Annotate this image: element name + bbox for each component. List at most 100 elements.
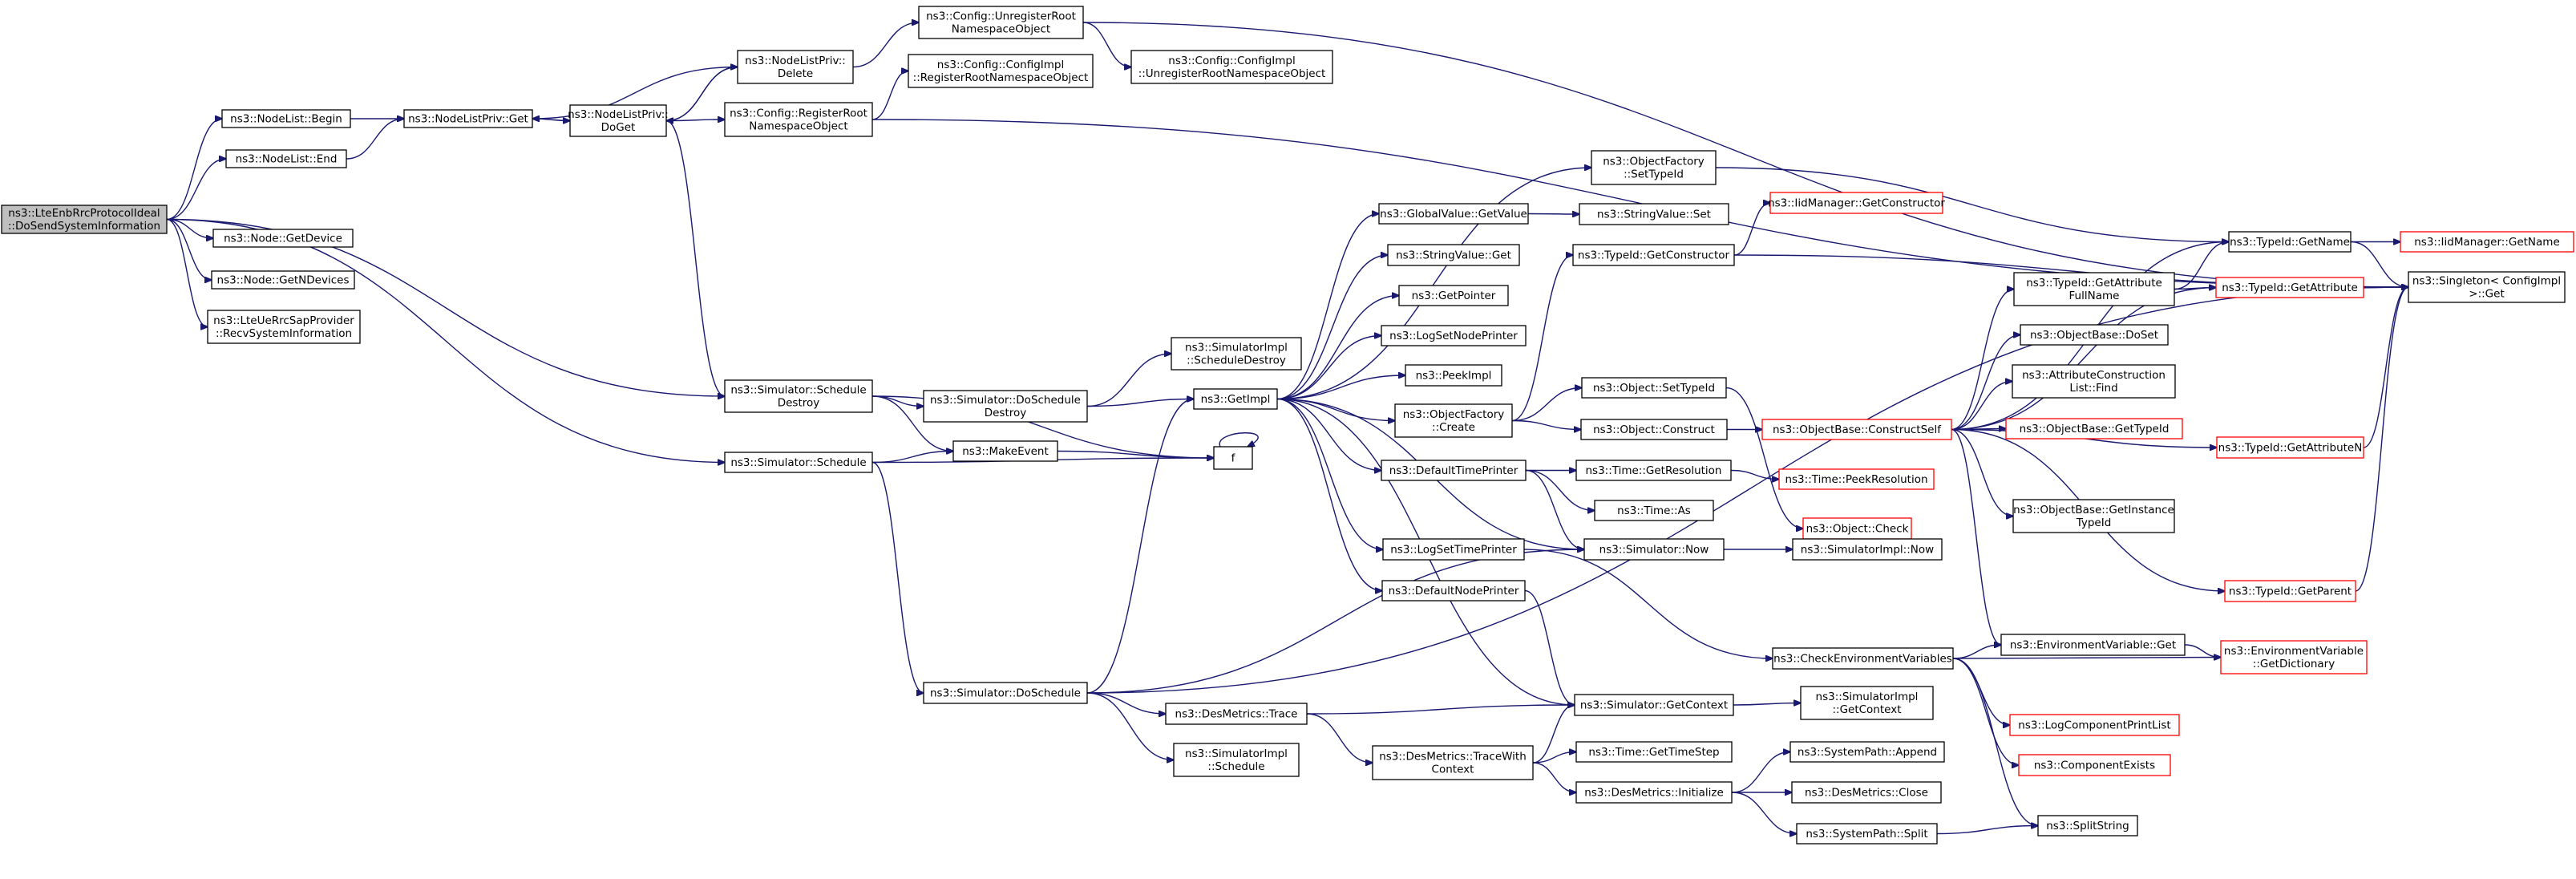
call-edge xyxy=(2363,287,2408,448)
node-nlp-delete[interactable]: ns3::NodeListPriv::Delete xyxy=(737,50,854,84)
node-label: ns3::ObjectBase::GetInstance xyxy=(2013,504,2174,516)
node-cfgimpl-reg[interactable]: ns3::Config::ConfigImpl::RegisterRootNam… xyxy=(908,54,1094,88)
node-tid-getname[interactable]: ns3::TypeId::GetName xyxy=(2228,231,2352,253)
node-gv-getvalue[interactable]: ns3::GlobalValue::GetValue xyxy=(1378,203,1529,225)
node-of-settypeid[interactable]: ns3::ObjectFactory::SetTypeId xyxy=(1591,150,1717,185)
node-nl-end[interactable]: ns3::NodeList::End xyxy=(225,149,347,168)
node-ob-doset[interactable]: ns3::ObjectBase::DoSet xyxy=(2020,324,2169,346)
node-label: ::ScheduleDestroy xyxy=(1187,354,1286,367)
node-node-getdevice[interactable]: ns3::Node::GetDevice xyxy=(212,229,354,248)
node-defaulttimeprinter[interactable]: ns3::DefaultTimePrinter xyxy=(1381,460,1527,481)
node-splitstring[interactable]: ns3::SplitString xyxy=(2037,815,2138,836)
node-iidm-getname[interactable]: ns3::IidManager::GetName xyxy=(2400,231,2574,253)
node-recv-sysinfo[interactable]: ns3::LteUeRrcSapProvider::RecvSystemInfo… xyxy=(207,310,361,344)
node-logsetnodeprinter[interactable]: ns3::LogSetNodePrinter xyxy=(1381,325,1527,346)
node-desmetrics-init[interactable]: ns3::DesMetrics::Initialize xyxy=(1575,781,1733,804)
node-sv-set[interactable]: ns3::StringValue::Set xyxy=(1579,203,1729,225)
call-edge xyxy=(1951,335,2020,431)
node-envvar-get[interactable]: ns3::EnvironmentVariable::Get xyxy=(2000,634,2186,656)
node-ob-constructself[interactable]: ns3::ObjectBase::ConstructSelf xyxy=(1761,419,1952,440)
node-label: ns3::DesMetrics::Initialize xyxy=(1584,787,1724,800)
call-edge xyxy=(2174,288,2216,290)
node-obj-construct[interactable]: ns3::Object::Construct xyxy=(1580,419,1728,440)
node-simimpl-schedule[interactable]: ns3::SimulatorImpl::Schedule xyxy=(1173,743,1300,777)
node-nlp-doget[interactable]: ns3::NodeListPriv::DoGet xyxy=(568,104,669,137)
node-cfg-reg[interactable]: ns3::Config::RegisterRootNamespaceObject xyxy=(724,102,873,137)
node-label: DoGet xyxy=(601,121,636,134)
node-time-peekres[interactable]: ns3::Time::PeekResolution xyxy=(1778,468,1935,490)
node-simimpl-getcontext[interactable]: ns3::SimulatorImpl::GetContext xyxy=(1800,686,1934,720)
node-obj-check[interactable]: ns3::Object::Check xyxy=(1802,517,1912,540)
call-edge xyxy=(1511,255,1573,422)
node-sim-getcontext[interactable]: ns3::Simulator::GetContext xyxy=(1574,694,1734,716)
node-label: >::Get xyxy=(2469,288,2504,301)
node-desmetrics-close[interactable]: ns3::DesMetrics::Close xyxy=(1791,781,1942,804)
node-node-getndevices[interactable]: ns3::Node::GetNDevices xyxy=(211,270,355,290)
node-make-event[interactable]: ns3::MakeEvent xyxy=(952,440,1058,462)
node-box xyxy=(1769,192,1943,214)
node-sim-now[interactable]: ns3::Simulator::Now xyxy=(1583,538,1725,561)
node-iidm-getconstructor[interactable]: ns3::IidManager::GetConstructor xyxy=(1768,192,1945,214)
node-getpointer[interactable]: ns3::GetPointer xyxy=(1398,285,1509,306)
node-tid-getattributen[interactable]: ns3::TypeId::GetAttributeN xyxy=(2216,436,2364,459)
node-root[interactable]: ns3::LteEnbRrcProtocolIdeal::DoSendSyste… xyxy=(1,205,168,234)
node-cfg-unreg[interactable]: ns3::Config::UnregisterRootNamespaceObje… xyxy=(918,6,1084,39)
node-box xyxy=(1579,203,1729,225)
call-edge xyxy=(2184,644,2221,658)
node-simimpl-now[interactable]: ns3::SimulatorImpl::Now xyxy=(1792,538,1943,561)
node-nlp-get[interactable]: ns3::NodeListPriv::Get xyxy=(403,109,533,128)
node-cfgimpl-unreg[interactable]: ns3::Config::ConfigImpl::UnregisterRootN… xyxy=(1130,50,1333,84)
node-componentexists[interactable]: ns3::ComponentExists xyxy=(2018,754,2171,776)
node-label: ns3::Object::Construct xyxy=(1593,423,1715,436)
node-obj-settypeid[interactable]: ns3::Object::SetTypeId xyxy=(1581,377,1727,399)
node-label: ::DoSendSystemInformation xyxy=(8,220,160,233)
node-logcomponentprintlist[interactable]: ns3::LogComponentPrintList xyxy=(2009,714,2180,736)
node-label: ns3::Config::ConfigImpl xyxy=(937,59,1064,71)
node-sim-doschedule[interactable]: ns3::Simulator::DoSchedule xyxy=(923,682,1088,704)
node-box xyxy=(1594,500,1714,521)
call-edge xyxy=(1086,354,1171,407)
node-get-impl[interactable]: ns3::GetImpl xyxy=(1193,388,1278,410)
call-edge xyxy=(1306,713,1373,763)
node-checkenv[interactable]: ns3::CheckEnvironmentVariables xyxy=(1772,647,1954,670)
node-singleton-get[interactable]: ns3::Singleton< ConfigImpl>::Get xyxy=(2408,271,2566,303)
node-time-getres[interactable]: ns3::Time::GetResolution xyxy=(1575,460,1732,481)
node-time-gettimestep[interactable]: ns3::Time::GetTimeStep xyxy=(1575,741,1733,763)
node-defaultnodeprinter[interactable]: ns3::DefaultNodePrinter xyxy=(1381,580,1526,602)
node-box xyxy=(1761,419,1952,440)
node-box xyxy=(2018,754,2171,776)
node-box xyxy=(2220,640,2368,674)
node-sim-sched-destroy[interactable]: ns3::Simulator::ScheduleDestroy xyxy=(724,379,873,413)
node-box xyxy=(1213,446,1253,470)
node-f[interactable]: f xyxy=(1213,446,1253,470)
node-sv-get[interactable]: ns3::StringValue::Get xyxy=(1387,244,1520,266)
call-edge xyxy=(1276,398,1382,591)
node-sp-split[interactable]: ns3::SystemPath::Split xyxy=(1796,823,1938,845)
node-label: ns3::DesMetrics::Trace xyxy=(1175,708,1298,721)
node-ob-gettypeid[interactable]: ns3::ObjectBase::GetTypeId xyxy=(2005,418,2183,440)
node-nl-begin[interactable]: ns3::NodeList::Begin xyxy=(221,109,351,128)
node-label: Context xyxy=(1432,764,1474,776)
node-box xyxy=(1381,460,1527,481)
node-label: ns3::GlobalValue::GetValue xyxy=(1380,208,1527,221)
node-tid-getattribute[interactable]: ns3::TypeId::GetAttribute xyxy=(2215,277,2364,298)
node-peekimpl[interactable]: ns3::PeekImpl xyxy=(1405,364,1502,387)
node-sim-schedule[interactable]: ns3::Simulator::Schedule xyxy=(724,452,873,473)
node-box xyxy=(2012,499,2175,533)
node-logsettimeprinter[interactable]: ns3::LogSetTimePrinter xyxy=(1382,538,1525,561)
node-simimpl-sched-destroy[interactable]: ns3::SimulatorImpl::ScheduleDestroy xyxy=(1171,337,1302,371)
node-box xyxy=(2020,324,2169,346)
node-envvar-getdict[interactable]: ns3::EnvironmentVariable::GetDictionary xyxy=(2220,640,2368,674)
node-sp-append[interactable]: ns3::SystemPath::Append xyxy=(1789,741,1945,763)
node-tid-getparent[interactable]: ns3::TypeId::GetParent xyxy=(2224,580,2356,602)
node-time-as[interactable]: ns3::Time::As xyxy=(1594,500,1714,521)
node-box xyxy=(2400,231,2574,253)
node-tid-getconstructor[interactable]: ns3::TypeId::GetConstructor xyxy=(1572,244,1735,266)
node-desmetrics-trace[interactable]: ns3::DesMetrics::Trace xyxy=(1165,703,1308,725)
node-of-create[interactable]: ns3::ObjectFactory::Create xyxy=(1394,403,1513,438)
